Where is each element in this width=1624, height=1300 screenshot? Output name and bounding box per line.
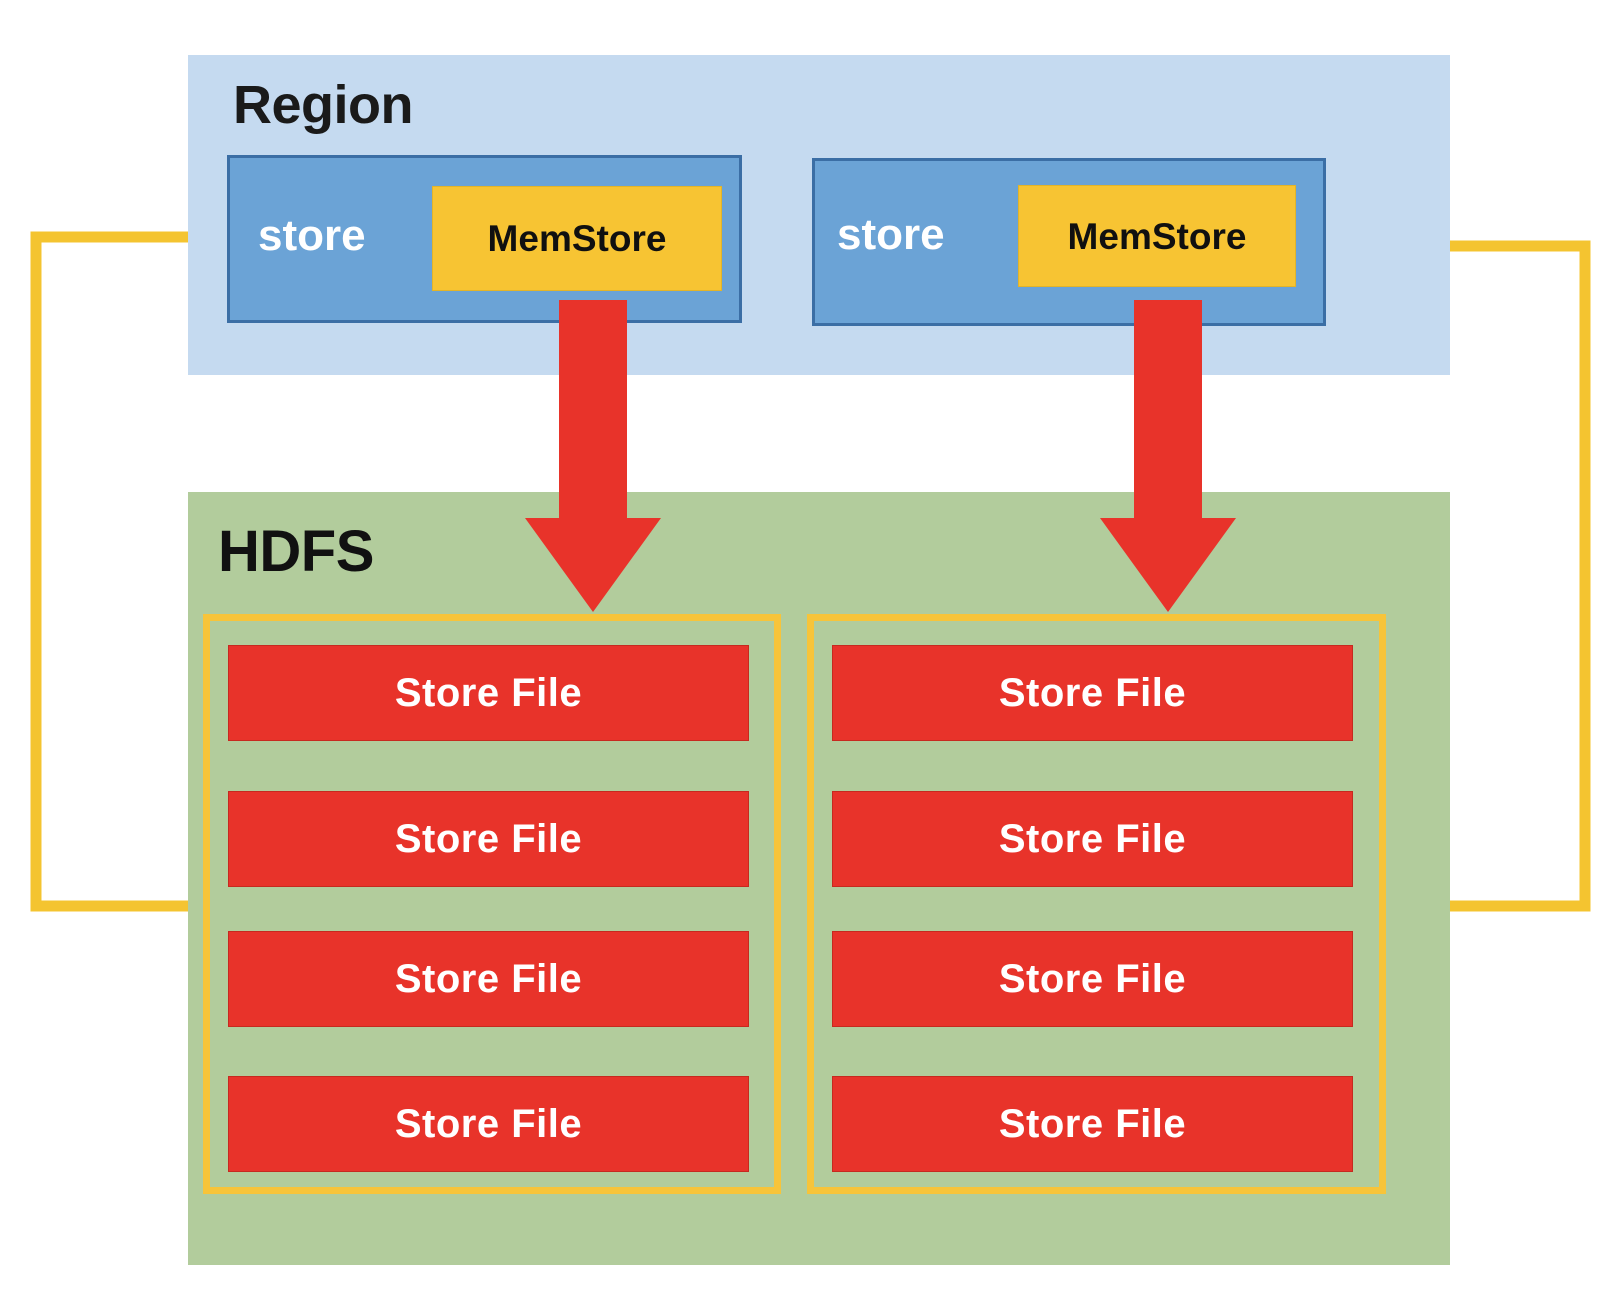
memstore-box-1[interactable]: MemStore xyxy=(432,186,722,291)
store-file-label: Store File xyxy=(998,817,1187,861)
store-file-1-4[interactable]: Store File xyxy=(228,1076,749,1172)
store-file-2-1[interactable]: Store File xyxy=(832,645,1353,741)
store-file-2-4[interactable]: Store File xyxy=(832,1076,1353,1172)
store-file-1-2[interactable]: Store File xyxy=(228,791,749,887)
store-file-2-2[interactable]: Store File xyxy=(832,791,1353,887)
flush-arrow-right-icon xyxy=(1100,300,1236,612)
store-file-label: Store File xyxy=(998,1102,1187,1146)
store-file-label: Store File xyxy=(394,817,583,861)
store-file-group-2 xyxy=(807,614,1386,1194)
memstore-box-2[interactable]: MemStore xyxy=(1018,185,1296,287)
store-file-label: Store File xyxy=(394,1102,583,1146)
store-file-2-3[interactable]: Store File xyxy=(832,931,1353,1027)
store-file-label: Store File xyxy=(394,957,583,1001)
store-file-label: Store File xyxy=(998,957,1187,1001)
store-file-group-1 xyxy=(203,614,781,1194)
store-file-1-1[interactable]: Store File xyxy=(228,645,749,741)
memstore-label-1: MemStore xyxy=(487,218,667,259)
store-box-1[interactable]: store MemStore xyxy=(227,155,742,323)
region-title: Region xyxy=(233,75,414,135)
store-file-label: Store File xyxy=(394,671,583,715)
store-label-2: store xyxy=(837,210,945,259)
flush-arrow-left-icon xyxy=(525,300,661,612)
hdfs-title: HDFS xyxy=(218,519,374,584)
store-label-1: store xyxy=(258,211,366,260)
store-file-label: Store File xyxy=(998,671,1187,715)
store-file-1-3[interactable]: Store File xyxy=(228,931,749,1027)
memstore-label-2: MemStore xyxy=(1067,215,1247,257)
store-box-2[interactable]: store MemStore xyxy=(812,158,1326,326)
